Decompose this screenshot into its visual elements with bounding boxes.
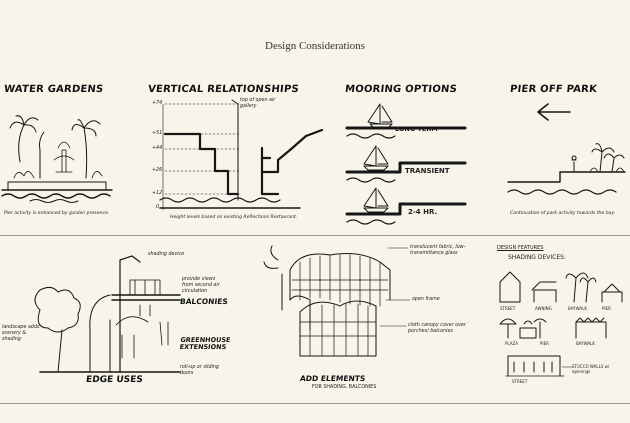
shading-devices-subheading: SHADING DEVICES: xyxy=(508,254,566,261)
df-street-2: STREET xyxy=(512,379,528,384)
level-26: +26 xyxy=(152,168,163,173)
df-pier-1: PIER xyxy=(602,306,611,311)
bottom-divider xyxy=(0,403,630,404)
df-stucco: STUCCO WALLS w/ openings xyxy=(572,364,610,374)
design-features-heading: DESIGN FEATURES xyxy=(497,245,544,251)
add-elements-sketch xyxy=(263,245,411,357)
design-features-sketch xyxy=(499,271,623,377)
water-gardens-sketch xyxy=(1,115,113,203)
pier-off-park-sketch xyxy=(507,103,626,195)
df-plaza: PLAZA xyxy=(505,341,518,346)
df-street-1: STREET xyxy=(500,306,516,311)
mooring-2-4-hr: 2-4 HR. xyxy=(408,208,438,216)
vertical-relationships-caption: Height levels based on existing Reflecti… xyxy=(170,215,298,220)
open-frame-label: open frame xyxy=(412,297,440,302)
pier-off-park-caption: Continuation of park activity towards th… xyxy=(510,211,616,216)
section-divider xyxy=(0,235,630,236)
level-12: +12 xyxy=(152,191,163,196)
level-51: +51 xyxy=(152,131,163,136)
mooring-options-sketch xyxy=(345,103,467,225)
cloth-canopy-label: cloth canopy cover over porches/ balconi… xyxy=(408,323,466,334)
df-pier-2: PIER xyxy=(540,341,549,346)
level-44: +44 xyxy=(152,146,163,151)
gallery-annotation: top of open air gallery xyxy=(240,98,276,109)
edge-uses-sketch xyxy=(34,255,181,373)
water-gardens-caption: Pier activity is enhanced by garden pres… xyxy=(4,211,110,216)
level-0: 0 xyxy=(156,205,160,210)
df-baywalk-2: BAYWALK xyxy=(576,341,595,346)
df-awning: AWNING xyxy=(535,306,552,311)
provide-views-label: provide views from second air circulatio… xyxy=(182,277,220,294)
shading-device-label: shading device xyxy=(148,252,185,257)
df-baywalk-1: BAYWALK xyxy=(568,306,587,311)
mooring-transient: TRANSIENT xyxy=(405,167,450,175)
level-74: +74 xyxy=(152,101,163,106)
vertical-relationships-sketch xyxy=(159,99,324,211)
page-title: Design Considerations xyxy=(265,40,365,52)
for-shading-label: FOR SHADING, BALCONIES xyxy=(312,385,377,390)
fabric-label: translucent fabric, low-transmittance gl… xyxy=(410,245,466,256)
roll-up-label: roll-up or sliding doors xyxy=(180,365,219,376)
landscape-label: landscape adds scenery & shading xyxy=(2,325,40,342)
